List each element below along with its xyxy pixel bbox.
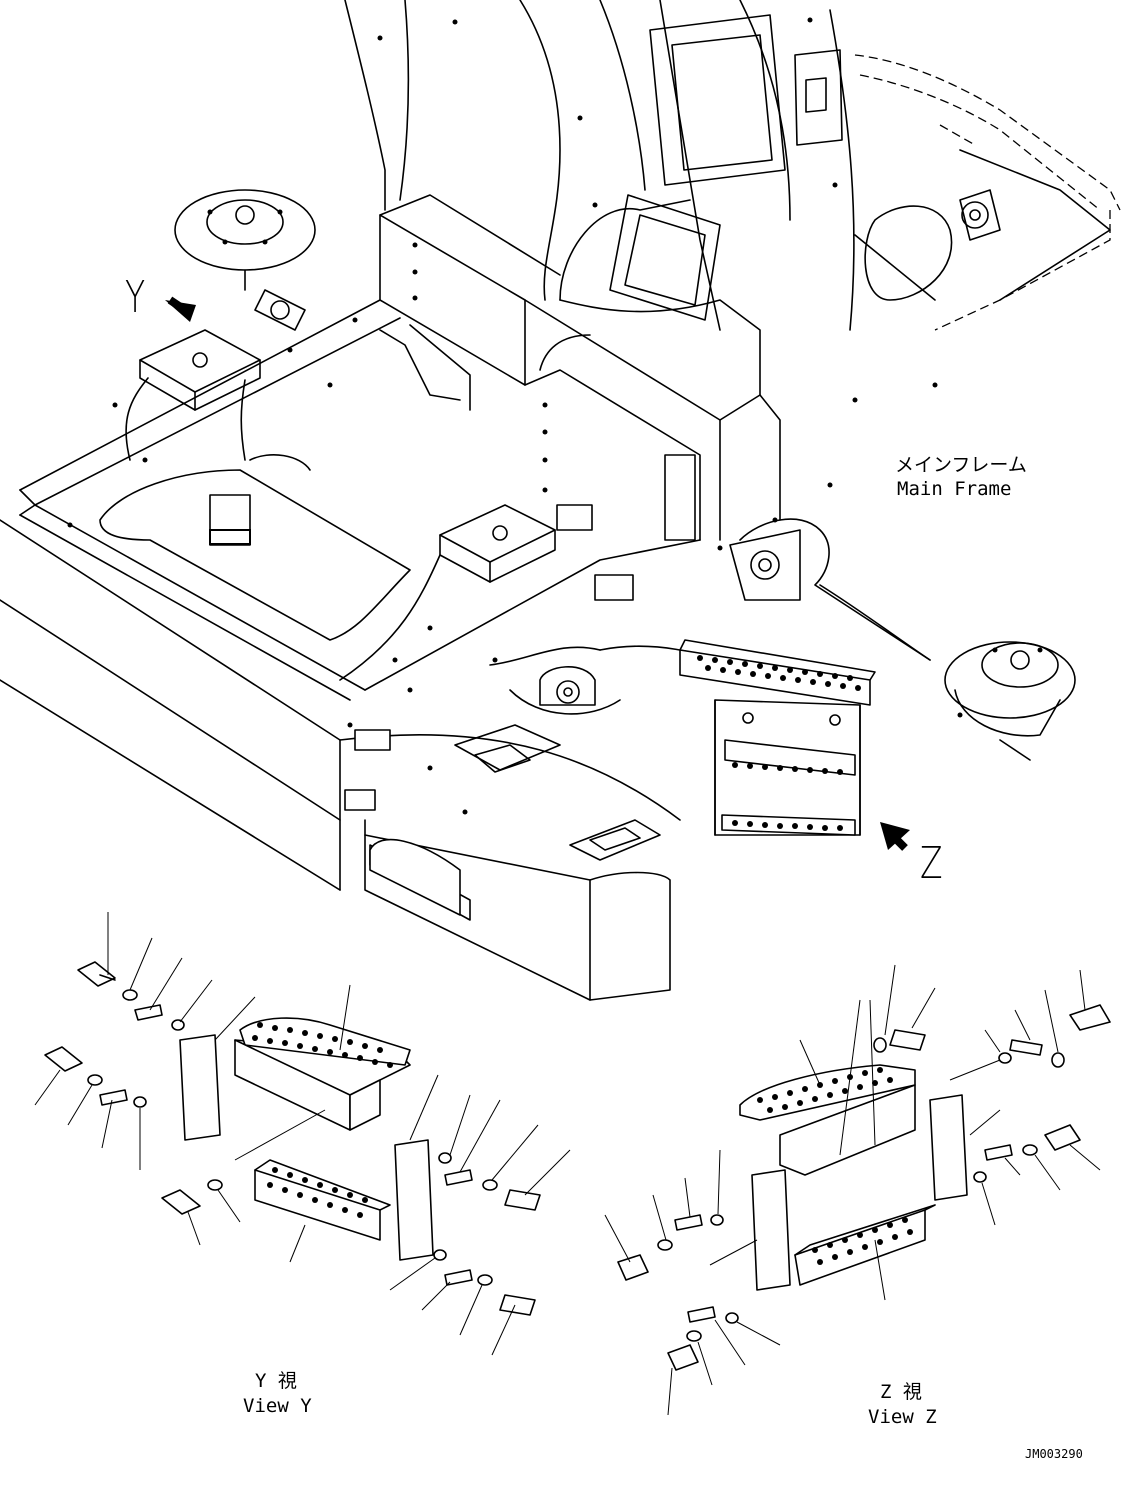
view-y-arrow [165, 296, 196, 322]
step-assembly [679, 639, 876, 836]
view-z-label-en: View Z [868, 1406, 937, 1428]
view-z-arrow [880, 822, 910, 851]
main-frame-label-en: Main Frame [897, 478, 1012, 500]
drawing-number: JM003290 [1025, 1447, 1083, 1461]
view-z-marker: Z [920, 838, 943, 889]
view-y-label-en: View Y [243, 1395, 312, 1417]
view-y-exploded [34, 912, 571, 1356]
view-z-exploded [604, 964, 1111, 1416]
view-z-label-jp: Z 視 [880, 1381, 922, 1403]
main-frame-label-jp: メインフレーム [895, 454, 1027, 476]
main-frame [0, 0, 1121, 1001]
view-y-label-jp: Y 視 [255, 1370, 297, 1392]
step-perforations [697, 655, 861, 831]
view-y-marker: Y [125, 272, 146, 323]
frame-bolt-holes [67, 17, 1043, 815]
